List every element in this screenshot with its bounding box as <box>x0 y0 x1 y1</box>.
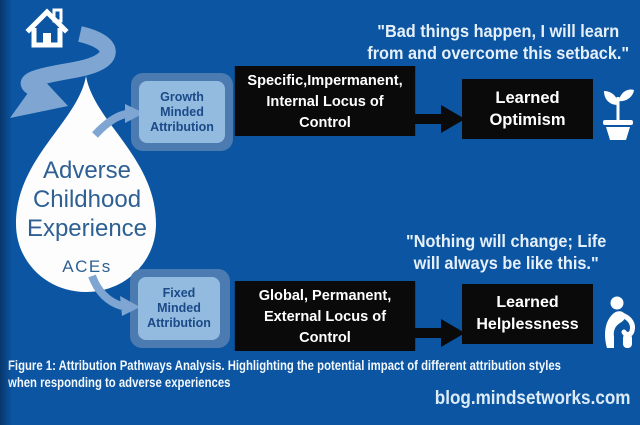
growth-locus-line: Control <box>299 113 351 131</box>
growth-locus-line: Specific,Impermanent, <box>247 71 403 89</box>
growth-bubble-line: Growth <box>160 89 204 104</box>
crouching-person-icon <box>605 296 635 348</box>
home-icon <box>25 8 69 48</box>
outcome-line: Helplessness <box>476 316 579 333</box>
growth-minded-attribution-bubble: Growth Minded Attribution <box>139 81 225 143</box>
learned-helplessness-box: Learned Helplessness <box>462 284 593 344</box>
fixed-quote-line: "Nothing will change; Life <box>406 231 607 251</box>
aces-title-line: Childhood <box>32 186 142 213</box>
growth-locus-box: Specific,Impermanent, Internal Locus of … <box>234 66 416 136</box>
website-url: blog.mindsetworks.com <box>434 388 630 409</box>
growth-arrow-icon <box>413 105 465 133</box>
figure-caption-line: when responding to adverse experiences <box>8 374 231 390</box>
fixed-locus-line: Global, Permanent, <box>258 286 392 304</box>
aces-label: Adverse Childhood Experience ACEs <box>16 156 158 281</box>
fixed-locus-box: Global, Permanent, External Locus of Con… <box>234 281 416 351</box>
aces-acronym: ACEs <box>62 257 112 276</box>
fixed-bubble-line: Fixed <box>162 286 196 300</box>
seedling-in-pot-icon <box>603 89 634 140</box>
outcome-line: Optimism <box>489 111 566 129</box>
water-drop-shape <box>16 76 156 292</box>
figure-caption-line: Figure 1: Attribution Pathways Analysis.… <box>8 358 561 373</box>
aces-title-line: Adverse <box>42 157 132 184</box>
fixed-quote: "Nothing will change; Life will always b… <box>384 231 628 274</box>
fixed-quote-line: will always be like this." <box>413 252 599 273</box>
figure-caption: Figure 1: Attribution Pathways Analysis.… <box>8 358 561 391</box>
outcome-line: Learned <box>495 89 560 107</box>
growth-quote-line: from and overcome this setback." <box>367 42 630 63</box>
aces-title-line: Experience <box>26 215 148 242</box>
growth-quote: "Bad things happen, I will learn from an… <box>362 21 634 64</box>
fixed-locus-line: Control <box>299 328 351 346</box>
growth-bubble-line: Minded <box>160 104 204 119</box>
growth-bubble-line: Attribution <box>150 119 214 134</box>
fixed-arrow-icon <box>413 319 465 347</box>
outcome-line: Learned <box>496 294 559 311</box>
fixed-bubble-line: Attribution <box>147 316 211 330</box>
fixed-minded-attribution-bubble: Fixed Minded Attribution <box>138 277 220 340</box>
growth-locus-line: Internal Locus of <box>266 92 384 110</box>
winding-road-arrow <box>10 26 116 118</box>
learned-optimism-box: Learned Optimism <box>462 79 593 139</box>
fixed-locus-line: External Locus of <box>263 307 387 325</box>
drop-to-growth-arrow <box>92 104 144 138</box>
fixed-bubble-line: Minded <box>157 301 201 315</box>
growth-quote-line: "Bad things happen, I will learn <box>377 21 620 41</box>
drop-to-fixed-arrow <box>88 274 140 316</box>
